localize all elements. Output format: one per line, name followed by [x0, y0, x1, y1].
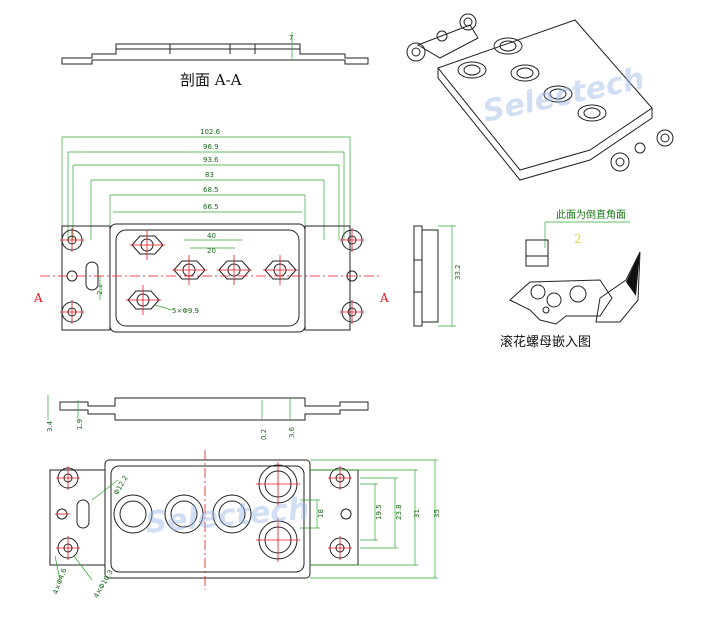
knurled-nut-label: 滚花螺母嵌入图 — [500, 334, 591, 350]
dim-40: 40 — [207, 232, 216, 240]
dim-35: 35 — [433, 509, 441, 518]
dim-1-9: 1.9 — [76, 419, 84, 430]
dim-102-6: 102.6 — [200, 128, 221, 136]
section-aa-label: 剖面 A-A — [180, 71, 242, 89]
dim-68-5: 68.5 — [203, 186, 219, 194]
dim-hex: 5×Φ9.9 — [172, 307, 199, 315]
dim-3-6: 3.6 — [288, 426, 296, 438]
dim-93-6: 93.6 — [203, 156, 219, 164]
side-view: 33.2 — [413, 225, 462, 327]
dim-33-2: 33.2 — [454, 264, 462, 280]
dim-hole-4-6: 4×Φ4.6 — [52, 567, 69, 596]
dim-83: 83 — [205, 171, 214, 179]
knurled-nut-detail: 此面为倒直角面 2 滚花螺母嵌入图 — [500, 208, 641, 350]
dim-0-2: 0.2 — [260, 429, 268, 440]
section-marker-a-right: A — [379, 291, 389, 305]
dim-31: 31 — [413, 509, 421, 518]
section-marker-a-left: A — [33, 291, 43, 305]
chamfer-dim-2: 2 — [574, 232, 582, 246]
dim-23-8: 23.8 — [395, 504, 403, 520]
bottom-elevation: 3.4 1.9 0.2 3.6 — [46, 395, 369, 440]
dim-2-1: 2.1 — [96, 284, 104, 295]
dim-18: 18 — [317, 509, 325, 518]
dim-19-5: 19.5 — [375, 504, 383, 520]
dim-section-7: 7 — [289, 34, 293, 42]
watermark-top: Selectech — [480, 61, 648, 129]
iso-hex-nuts — [457, 37, 607, 122]
dim-phi-12-2: Φ12.2 — [112, 474, 129, 496]
watermark-bottom: Selectech — [144, 492, 311, 541]
dim-3-4: 3.4 — [46, 420, 54, 432]
dim-20: 20 — [207, 247, 216, 255]
dim-96-9: 96.9 — [203, 143, 219, 151]
dim-hole-10-3: 4×Φ10.3 — [92, 568, 115, 599]
chamfer-note: 此面为倒直角面 — [556, 208, 626, 221]
section-view-aa: 7 — [61, 32, 369, 65]
iso-view — [406, 13, 674, 181]
dim-66-5: 66.5 — [203, 203, 219, 211]
front-view: 102.6 96.9 93.6 83 68.5 66.5 40 20 — [40, 128, 380, 333]
